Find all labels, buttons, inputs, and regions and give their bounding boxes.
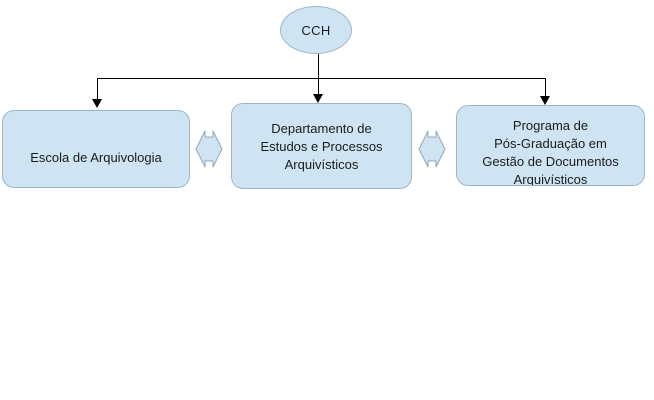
bidirectional-arrow-left	[195, 128, 223, 170]
node-escola-de-arquivologia[interactable]: Escola de Arquivologia	[2, 110, 190, 188]
connector-horizontal-bus	[97, 78, 546, 79]
node-cch-label: CCH	[301, 22, 331, 38]
connector-trunk-vertical	[318, 54, 319, 79]
node-programa-label: Programa de Pós-Graduação em Gestão de D…	[482, 118, 619, 186]
connector-branch-left	[97, 78, 98, 101]
bidirectional-arrow-icon	[418, 130, 446, 168]
node-escola-label: Escola de Arquivologia	[30, 150, 162, 165]
arrowhead-left	[92, 99, 102, 108]
bidirectional-arrow-right	[418, 128, 446, 170]
arrowhead-center	[313, 94, 323, 103]
node-departamento-de-estudos-e-processos-arquivisticos[interactable]: Departamento de Estudos e Processos Arqu…	[231, 103, 412, 189]
node-cch[interactable]: CCH	[280, 6, 352, 54]
connector-branch-center	[318, 78, 319, 96]
node-programa-de-pos-graduacao-em-gestao-de-documentos[interactable]: Programa de Pós-Graduação em Gestão de D…	[456, 105, 645, 186]
bidirectional-arrow-icon	[195, 130, 223, 168]
node-departamento-label: Departamento de Estudos e Processos Arqu…	[260, 121, 383, 172]
connector-branch-right	[545, 78, 546, 98]
arrowhead-right	[540, 96, 550, 105]
